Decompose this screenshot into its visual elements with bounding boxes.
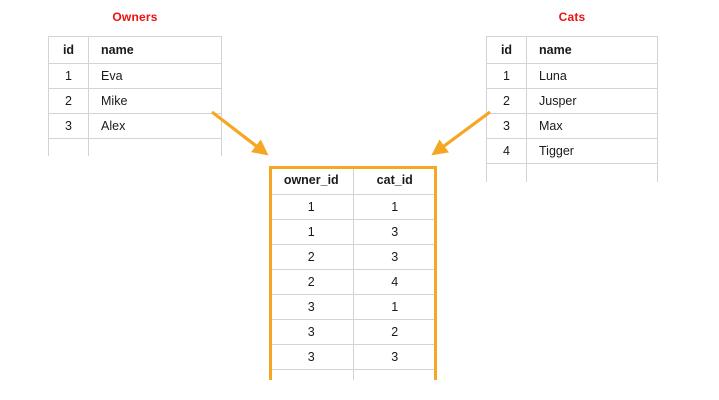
cats-table: id name 1 Luna 2 Jusper 3 Max 4 [486,36,658,182]
table-row: 3 2 [270,318,436,345]
junction-cell-cat-id: 3 [352,218,436,245]
table-row: 1 Eva [48,63,222,89]
junction-cell-cat-id: 3 [352,243,436,270]
table-row: 2 3 [270,243,436,270]
junction-cell-cat-id: 4 [352,268,436,295]
owners-cell-id-empty [48,138,89,156]
junction-cell-owner-id: 3 [270,343,353,370]
junction-cell-owner-id: 1 [270,218,353,245]
cats-cell-name: Max [526,113,658,139]
junction-col-owner-id: owner_id [270,166,353,195]
cats-cell-id: 4 [486,138,527,164]
cats-cell-name: Tigger [526,138,658,164]
owners-cell-id: 2 [48,88,89,114]
table-row: 4 Tigger [486,138,658,164]
owners-table-title: Owners [112,10,158,24]
owners-table-clip: id name 1 Eva 2 Mike 3 Alex [0,0,719,156]
cats-cell-name: Jusper [526,88,658,114]
table-row: 1 3 [270,218,436,245]
cats-table-clip: id name 1 Luna 2 Jusper 3 Max 4 [0,0,719,182]
owners-cell-id: 1 [48,63,89,89]
junction-cell-cat-id: 2 [352,318,436,345]
junction-cell-cat-id: 3 [352,343,436,370]
table-row: 2 Mike [48,88,222,114]
cats-cell-id: 1 [486,63,527,89]
owners-table: id name 1 Eva 2 Mike 3 Alex [48,36,222,156]
table-row: 3 Max [486,113,658,139]
owners-cell-name: Eva [88,63,222,89]
cats-cell-id-empty [486,163,527,182]
table-header-row: id name [486,36,658,64]
cats-cell-name: Luna [526,63,658,89]
table-row: 3 3 [270,343,436,370]
junction-table-clip: owner_id cat_id 1 1 1 3 2 3 2 [269,166,437,380]
owners-col-name: name [88,36,222,64]
table-row: 2 Jusper [486,88,658,114]
table-row-empty [486,163,658,182]
table-row-empty [270,368,436,380]
junction-cell-owner-id: 3 [270,293,353,320]
owners-cell-name-empty [88,138,222,156]
junction-col-cat-id: cat_id [352,166,436,195]
table-row: 3 Alex [48,113,222,139]
table-row: 1 Luna [486,63,658,89]
junction-cell-owner-id: 1 [270,193,353,220]
cats-col-id: id [486,36,527,64]
owners-cell-name: Alex [88,113,222,139]
owners-col-id: id [48,36,89,64]
table-row-empty [48,138,222,156]
junction-cell-owner-id: 3 [270,318,353,345]
junction-table: owner_id cat_id 1 1 1 3 2 3 2 [270,166,436,380]
cats-cell-id: 2 [486,88,527,114]
junction-cell-owner-id: 2 [270,243,353,270]
cats-cell-name-empty [526,163,658,182]
table-row: 3 1 [270,293,436,320]
table-header-row: id name [48,36,222,64]
table-header-row: owner_id cat_id [270,166,436,195]
junction-cell-owner-id: 2 [270,268,353,295]
junction-cell-cat-id: 1 [352,293,436,320]
table-row: 2 4 [270,268,436,295]
cats-table-title: Cats [558,10,586,24]
junction-cell-cat-id-empty [352,368,436,380]
junction-cell-owner-id-empty [270,368,353,380]
table-row: 1 1 [270,193,436,220]
owners-cell-id: 3 [48,113,89,139]
cats-col-name: name [526,36,658,64]
junction-cell-cat-id: 1 [352,193,436,220]
